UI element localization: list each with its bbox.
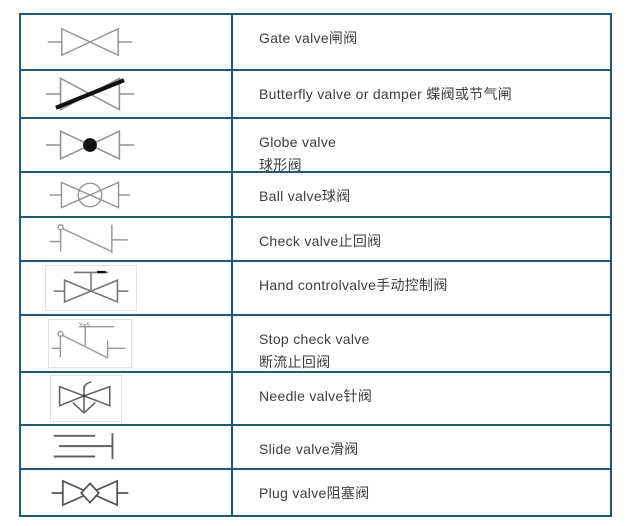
check-valve-icon [49, 223, 128, 254]
table-row: Plug valve阻塞阀 [21, 470, 610, 515]
row-label: Butterfly valve or damper 蝶阀或节气闸 [259, 86, 513, 102]
globe-valve-icon [45, 130, 135, 160]
symbol-image-frame [45, 265, 137, 311]
row-label: Globe valve [259, 134, 337, 150]
row-label: Stop check valve [259, 331, 370, 347]
row-label: Ball valve球阀 [259, 188, 351, 204]
gate-valve-icon [47, 27, 133, 57]
table-row: Needle valve针阀 [21, 373, 610, 426]
row-label: Check valve止回阀 [259, 233, 382, 249]
table-row: Y=5 Stop check valve 断流止回阀 [21, 316, 610, 373]
tiny-annotation: Y=5 [79, 323, 90, 329]
valve-symbol-table: Gate valve闸阀 Butterfly valve or damper 蝶… [19, 13, 612, 517]
table-row: Slide valve滑阀 [21, 426, 610, 470]
row-label: Gate valve闸阀 [259, 30, 358, 46]
symbol-image-frame: Y=5 [48, 319, 132, 368]
slide-valve-icon [53, 433, 114, 460]
row-label: Needle valve针阀 [259, 388, 373, 404]
row-label-cn: 球形阀 [259, 157, 302, 173]
table-row: Ball valve球阀 [21, 173, 610, 218]
table-row: Globe valve 球形阀 [21, 119, 610, 173]
table-row: Gate valve闸阀 [21, 15, 610, 71]
table-row: Hand controlvalve手动控制阀 [21, 262, 610, 316]
row-label: Plug valve阻塞阀 [259, 485, 370, 501]
symbol-image-frame [50, 375, 122, 422]
ball-valve-icon [49, 180, 131, 209]
plug-valve-icon [51, 479, 129, 506]
needle-valve-icon [58, 381, 111, 414]
row-label: Slide valve滑阀 [259, 441, 359, 457]
row-label-cn: 断流止回阀 [259, 354, 331, 370]
stop-check-valve-icon [51, 325, 126, 359]
row-label: Hand controlvalve手动控制阀 [259, 277, 448, 293]
butterfly-valve-icon [45, 77, 135, 111]
hand-control-valve-icon [53, 270, 129, 304]
table-row: Butterfly valve or damper 蝶阀或节气闸 [21, 71, 610, 119]
table-row: Check valve止回阀 [21, 218, 610, 262]
